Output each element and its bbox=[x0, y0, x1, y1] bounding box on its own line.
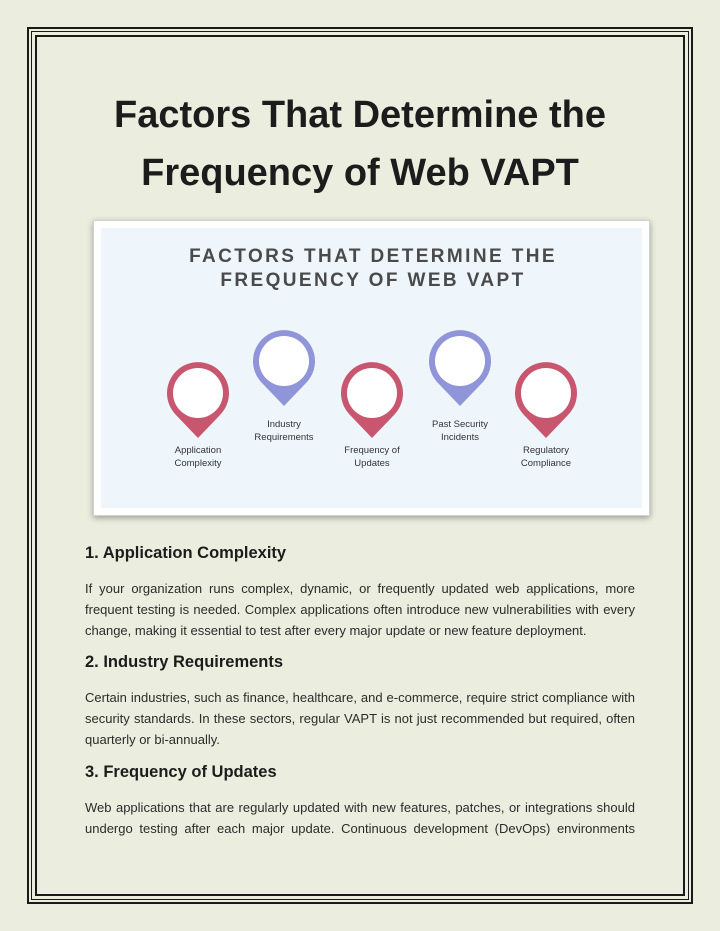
pin-frequency-of-updates: Frequency of Updates bbox=[340, 362, 403, 469]
pin-label-line-1: Regulatory bbox=[523, 445, 569, 456]
paragraph-line: frequent testing is needed. Complex appl… bbox=[85, 602, 635, 617]
pin-label-line-1: Past Security bbox=[432, 419, 488, 430]
pin-label-line-2: Incidents bbox=[441, 432, 479, 443]
pin-label-line-2: Requirements bbox=[254, 432, 313, 443]
paragraph-line: quarterly or bi-annually. bbox=[85, 732, 220, 747]
pin-inner-circle bbox=[435, 336, 485, 386]
paragraph-line: security standards. In these sectors, re… bbox=[85, 711, 635, 726]
pin-label-line-1: Frequency of bbox=[344, 445, 400, 456]
paragraph-line: Web applications that are regularly upda… bbox=[85, 800, 635, 815]
document-title: Factors That Determine the Frequency of … bbox=[80, 86, 640, 202]
section-heading: 3. Frequency of Updates bbox=[85, 763, 277, 781]
pin-label-line-2: Updates bbox=[354, 458, 390, 469]
section-paragraph: Certain industries, such as finance, hea… bbox=[85, 687, 635, 750]
title-line-2: Frequency of Web VAPT bbox=[141, 152, 579, 194]
pin-label-line-1: Application bbox=[175, 445, 221, 456]
pins-layer: ApplicationComplexityIndustryRequirement… bbox=[167, 330, 577, 469]
page-border-outer bbox=[27, 27, 693, 904]
pin-inner-circle bbox=[259, 336, 309, 386]
pin-inner-circle bbox=[173, 368, 223, 418]
section-1: 1. Application Complexity If your organiz… bbox=[85, 542, 635, 641]
page-border-inner bbox=[35, 35, 685, 896]
section-paragraph: If your organization runs complex, dynam… bbox=[85, 578, 635, 641]
pin-inner-circle bbox=[347, 368, 397, 418]
title-line-1: Factors That Determine the bbox=[114, 94, 606, 136]
paragraph-line: Certain industries, such as finance, hea… bbox=[85, 690, 635, 705]
paragraph-line: change, making it essential to test afte… bbox=[85, 623, 587, 638]
section-paragraph: Web applications that are regularly upda… bbox=[85, 797, 635, 839]
paragraph-line: If your organization runs complex, dynam… bbox=[85, 581, 635, 596]
section-heading: 2. Industry Requirements bbox=[85, 653, 284, 671]
infographic-svg: FACTORS THAT DETERMINE THE FREQUENCY OF … bbox=[101, 228, 642, 508]
infographic-heading-line-2: FREQUENCY OF WEB VAPT bbox=[220, 270, 525, 291]
section-heading: 1. Application Complexity bbox=[85, 544, 287, 562]
pin-label-line-2: Compliance bbox=[521, 458, 571, 469]
infographic-heading-line-1: FACTORS THAT DETERMINE THE bbox=[189, 246, 557, 267]
pin-inner-circle bbox=[521, 368, 571, 418]
infographic-image: FACTORS THAT DETERMINE THE FREQUENCY OF … bbox=[93, 220, 650, 516]
page-border-middle bbox=[31, 31, 689, 900]
pin-label-line-2: Complexity bbox=[175, 458, 222, 469]
paragraph-line: undergo testing after each major update.… bbox=[85, 821, 635, 836]
pin-label-line-1: Industry bbox=[267, 419, 301, 430]
